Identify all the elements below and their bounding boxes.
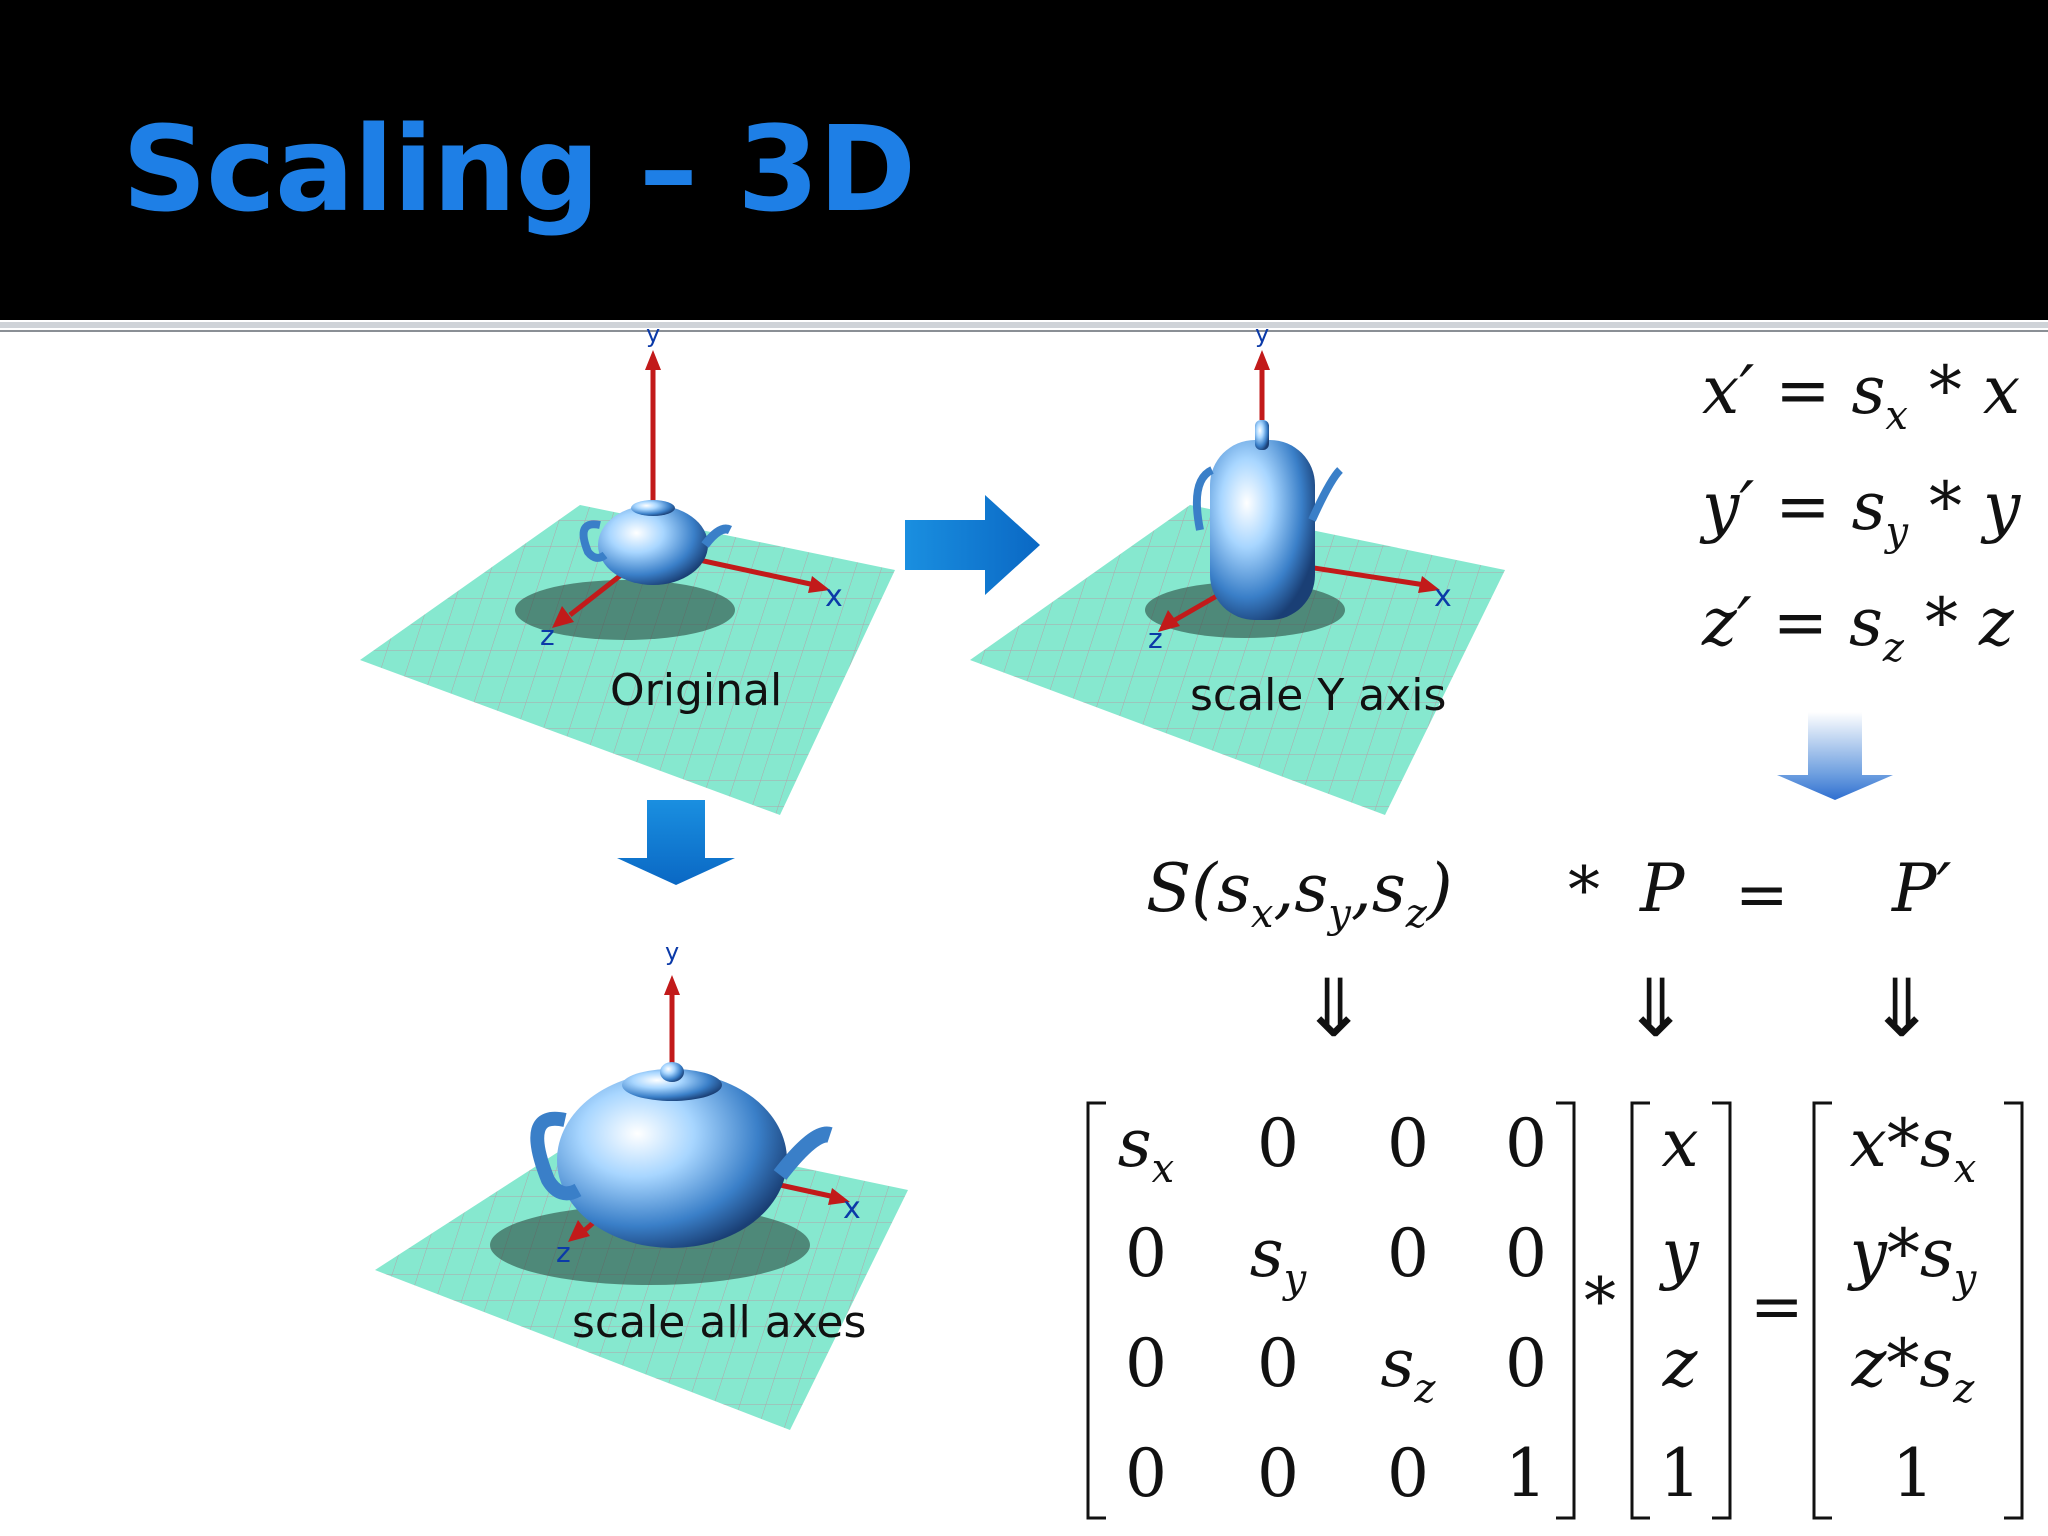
matrix-cell: 1: [1505, 1435, 1547, 1512]
x-axis-label: x: [843, 1191, 861, 1226]
result-cell: y*sy: [1849, 1215, 1977, 1302]
down-fade-arrow: [1777, 712, 1893, 800]
equation-y: y′ = sy * y: [1702, 468, 2021, 555]
vector-p-cell: 1: [1659, 1435, 1701, 1512]
z-axis-label: z: [540, 619, 555, 652]
matrix-cell-sz: sz: [1380, 1325, 1436, 1412]
result-cell: 1: [1892, 1435, 1934, 1512]
x-axis-label: x: [825, 579, 843, 614]
matrix-cell: 0: [1257, 1435, 1299, 1512]
y-axis-label: y: [1255, 320, 1269, 348]
scale-function: S(sx,sy,sz): [1146, 850, 1453, 937]
matrix-cell: 0: [1257, 1105, 1299, 1182]
title-divider-line: [0, 330, 2048, 332]
slide-title: Scaling – 3D: [122, 100, 916, 238]
result-cell: x*sx: [1849, 1105, 1977, 1192]
vector-p-cell: y: [1661, 1215, 1699, 1292]
point-p-prime: P′: [1892, 850, 1952, 927]
matrix-cell: 0: [1387, 1105, 1429, 1182]
caption-original: Original: [610, 665, 782, 716]
point-p: P: [1640, 850, 1685, 927]
right-arrow: [905, 495, 1040, 595]
implies-arrow-2: ⇓: [1622, 962, 1690, 1055]
title-divider: [0, 322, 2048, 328]
y-axis-label: y: [665, 938, 679, 966]
matrix-cell: 0: [1125, 1435, 1167, 1512]
title-bar: [0, 0, 2048, 320]
equals-operator: =: [1735, 858, 1789, 932]
matrix-cell-sy: sy: [1249, 1215, 1307, 1302]
matrix-cell: 0: [1505, 1325, 1547, 1402]
matrix-cell: 0: [1257, 1325, 1299, 1402]
vector-p-cell: x: [1661, 1105, 1699, 1182]
matrix-cell: 0: [1505, 1215, 1547, 1292]
times-operator: *: [1568, 854, 1600, 928]
x-axis-label: x: [1434, 579, 1452, 614]
matrix-cell: 0: [1387, 1215, 1429, 1292]
matrix-cell-sx: sx: [1117, 1105, 1175, 1192]
equation-x: x′ = sx * x: [1702, 352, 2021, 439]
original-illustration: y x z: [360, 320, 895, 815]
implies-arrow-3: ⇓: [1868, 962, 1936, 1055]
grid-plane: [360, 505, 895, 815]
matrix-cell: 0: [1505, 1105, 1547, 1182]
matrix-brackets: [1086, 1101, 2024, 1520]
scale-all-illustration: y x z: [375, 938, 908, 1430]
matrix-times: *: [1584, 1265, 1616, 1339]
equation-z: z′ = sz * z: [1702, 584, 2014, 671]
teapot-shadow: [515, 580, 735, 640]
vector-p-cell: z: [1662, 1325, 1698, 1402]
caption-scale-y: scale Y axis: [1190, 670, 1446, 721]
teapot-body: [557, 1072, 787, 1248]
scale-y-illustration: y x z: [970, 320, 1505, 815]
x-axis: [779, 1182, 836, 1200]
teapot-body-tall: [1210, 440, 1315, 620]
z-axis-label: z: [556, 1236, 571, 1269]
matrix-equals: =: [1750, 1270, 1804, 1344]
y-axis-label: y: [646, 320, 660, 348]
result-cell: z*sz: [1851, 1325, 1975, 1412]
teapot-body: [598, 505, 708, 585]
matrix-cell: 0: [1125, 1325, 1167, 1402]
implies-arrow-1: ⇓: [1300, 962, 1368, 1055]
grid-plane: [970, 505, 1505, 815]
matrix-cell: 0: [1125, 1215, 1167, 1292]
down-arrow: [617, 800, 735, 885]
z-axis-label: z: [1148, 622, 1163, 655]
caption-scale-all: scale all axes: [572, 1297, 866, 1348]
matrix-cell: 0: [1387, 1435, 1429, 1512]
